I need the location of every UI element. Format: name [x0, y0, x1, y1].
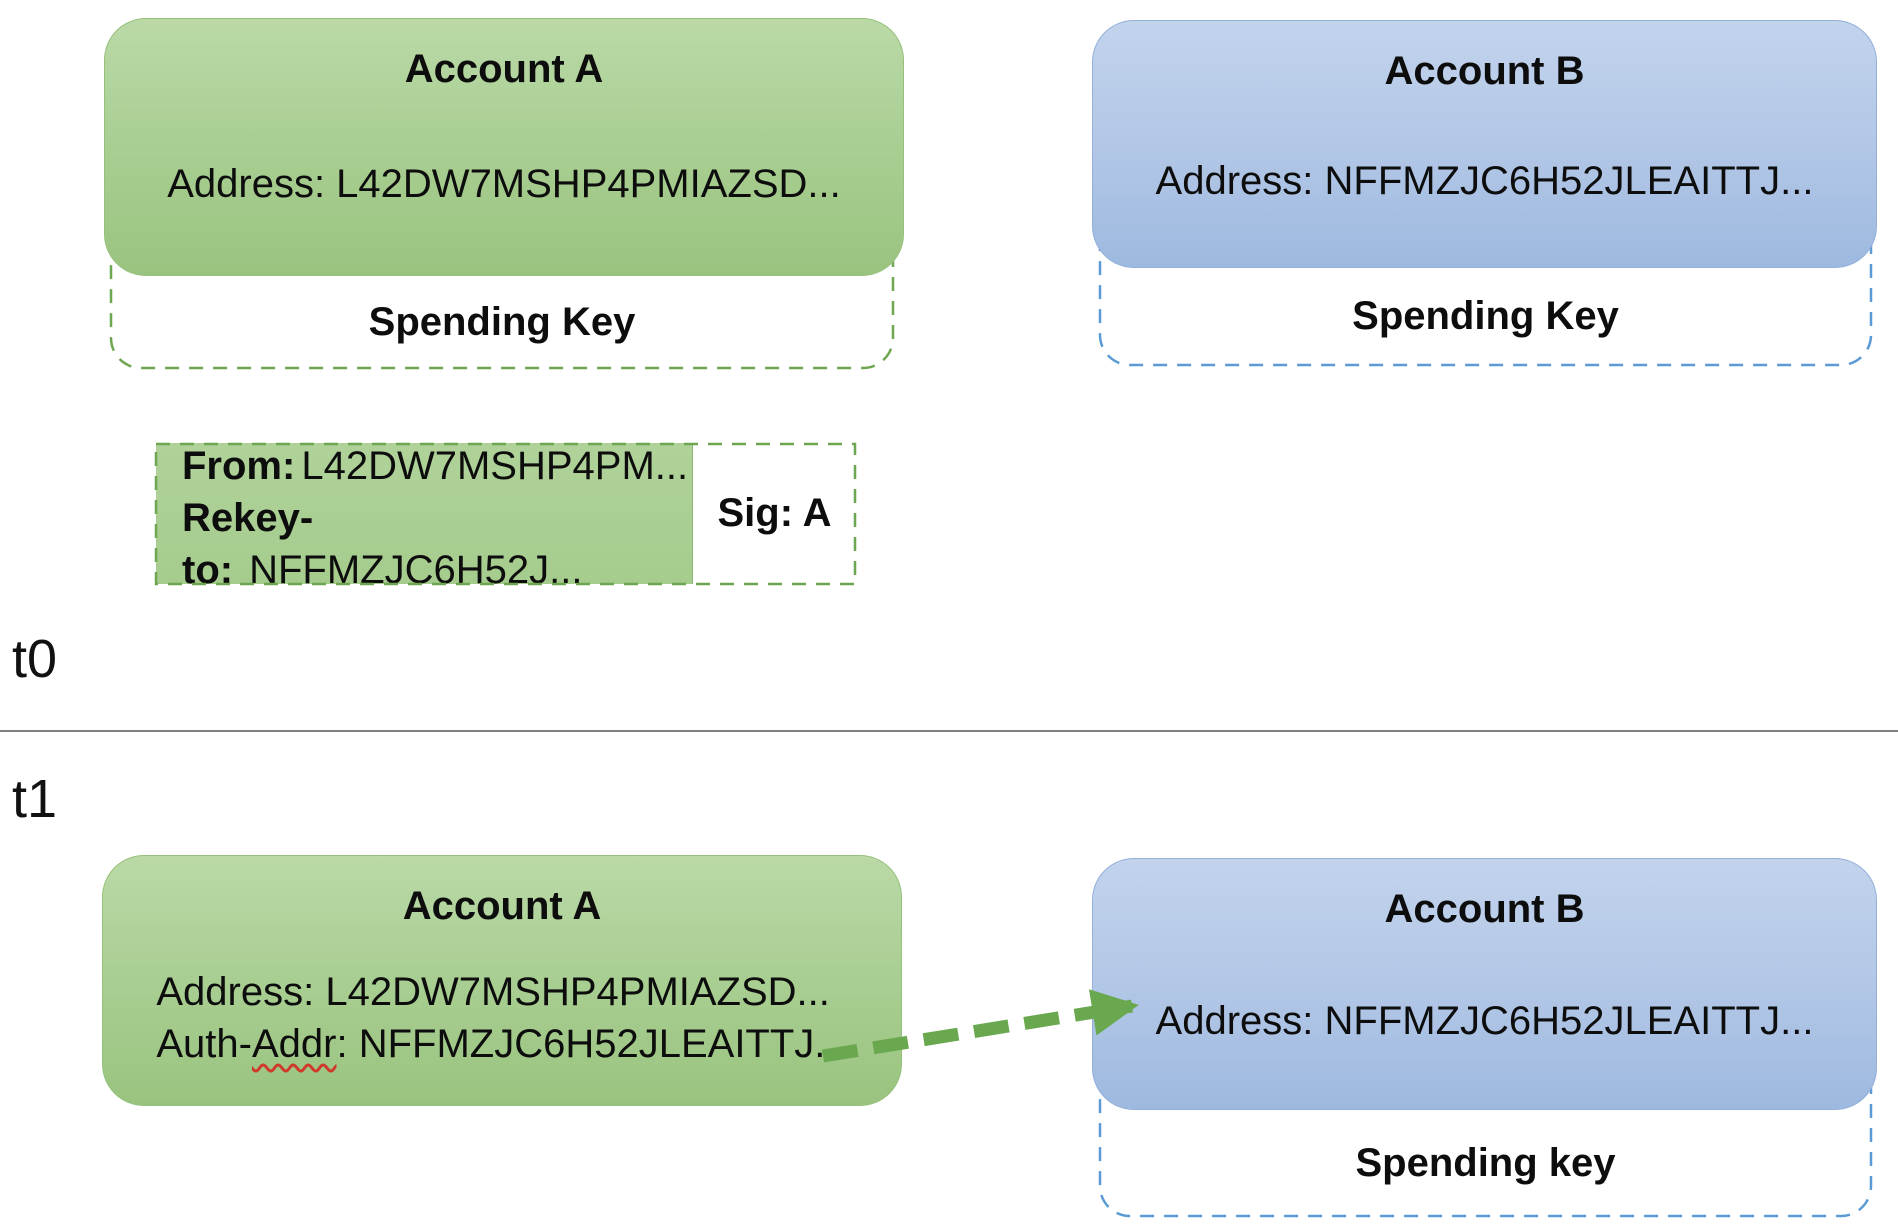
account-b-box-t0: Account B Address: NFFMZJC6H52JLEAITTJ..… [1092, 20, 1877, 268]
account-b-address-t0: Address: NFFMZJC6H52JLEAITTJ... [1155, 159, 1814, 203]
txn-signature: Sig: A [717, 491, 832, 535]
spending-key-label-b-t0: Spending Key [1352, 294, 1619, 338]
txn-rekey-line: Rekey-to:NFFMZJC6H52J... [182, 492, 692, 596]
account-b-title-t0: Account B [1384, 49, 1585, 93]
txn-rekey-value: NFFMZJC6H52J... [249, 547, 583, 592]
txn-from-value: L42DW7MSHP4PM... [301, 443, 689, 488]
time-label-t0: t0 [12, 629, 58, 689]
account-a-box-t1: Account A Address: L42DW7MSHP4PMIAZSD...… [102, 855, 902, 1106]
account-a-title-t0: Account A [404, 47, 604, 91]
account-a-details-t1: Address: L42DW7MSHP4PMIAZSD... Auth-Addr… [156, 966, 847, 1070]
account-a-box-t0: Account A Address: L42DW7MSHP4PMIAZSD... [104, 18, 904, 276]
spending-key-label-a-t0: Spending Key [368, 299, 636, 344]
auth-addr-prefix: Auth- [156, 1021, 252, 1066]
time-label-t1: t1 [12, 769, 58, 829]
rekey-transaction-box: From:L42DW7MSHP4PM... Rekey-to:NFFMZJC6H… [156, 440, 693, 592]
account-b-address-t1: Address: NFFMZJC6H52JLEAITTJ... [1155, 999, 1814, 1043]
account-b-title-t1: Account B [1384, 887, 1585, 931]
account-a-title-t1: Account A [402, 884, 602, 928]
auth-addr-suffix: : NFFMZJC6H52JLEAITTJ... [336, 1021, 848, 1066]
spending-key-label-b-t1: Spending key [1355, 1140, 1616, 1185]
account-a-auth-addr-line: Auth-Addr: NFFMZJC6H52JLEAITTJ... [156, 1018, 847, 1070]
timeline-divider [0, 730, 1898, 732]
account-a-address-t1: Address: L42DW7MSHP4PMIAZSD... [156, 969, 830, 1014]
auth-addr-flagged-word: Addr [251, 1021, 337, 1066]
txn-from-label: From: [182, 443, 296, 488]
account-a-address-t0: Address: L42DW7MSHP4PMIAZSD... [167, 162, 841, 206]
account-b-box-t1: Account B Address: NFFMZJC6H52JLEAITTJ..… [1092, 858, 1877, 1110]
txn-from-line: From:L42DW7MSHP4PM... [182, 440, 692, 492]
